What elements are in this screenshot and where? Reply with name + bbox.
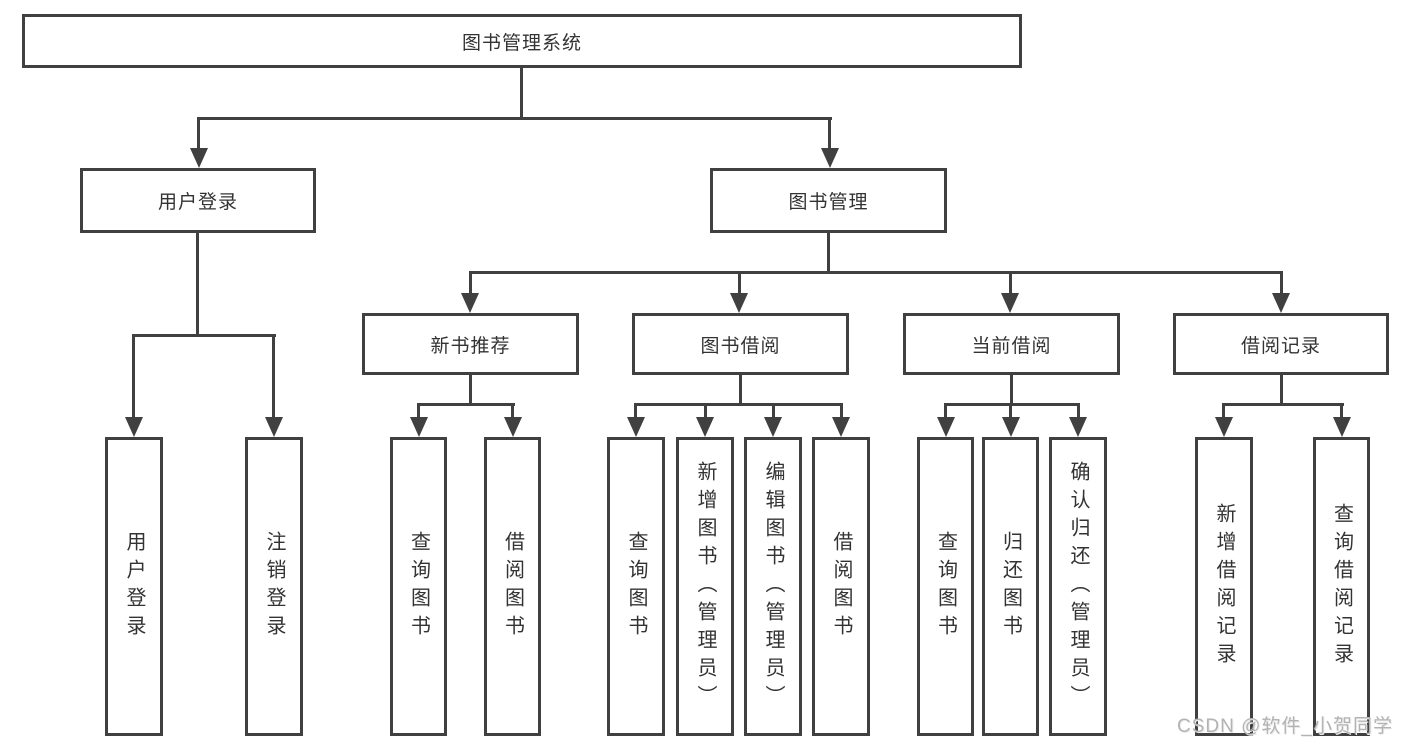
csdn-watermark: CSDN @软件_小贺同学 [1177,716,1393,737]
connector-line [1010,375,1013,405]
connector-line [1077,403,1080,419]
connector-line [132,334,135,419]
leaf-query-books: 查询图书 [390,437,447,736]
connector-line [827,233,830,273]
connector-line [944,403,947,419]
leaf-query-books: 查询图书 [917,437,974,736]
connector-line [197,117,832,120]
connector-line [840,403,843,419]
leaf-query-books: 查询图书 [607,437,665,736]
node-current-borrow: 当前借阅 [903,313,1120,375]
connector-line [828,117,831,150]
node-book-management: 图书管理 [710,168,947,233]
node-user-login: 用户登录 [80,168,316,233]
connector-line [1009,403,1012,419]
arrow-down-icon [1215,417,1233,437]
connector-line [197,117,200,150]
arrow-down-icon [504,417,522,437]
leaf-user-login: 用户登录 [105,437,163,736]
connector-line [417,403,420,419]
arrow-down-icon [1272,293,1290,313]
arrow-down-icon [627,417,645,437]
arrow-down-icon [125,417,143,437]
connector-line [772,403,775,419]
connector-line [739,375,742,405]
arrow-down-icon [937,417,955,437]
connector-line [196,233,199,336]
connector-line [469,375,472,405]
connector-line [520,68,523,118]
leaf-add-books-admin: 新增图书（管理员） [676,437,734,736]
connector-line [132,334,276,337]
connector-line [634,403,637,419]
connector-line [1280,375,1283,405]
arrow-down-icon [190,148,208,168]
connector-line [272,334,275,419]
connector-line [1009,271,1012,295]
arrow-down-icon [821,148,839,168]
node-library-system: 图书管理系统 [22,14,1022,68]
leaf-confirm-return-admin: 确认归还（管理员） [1049,437,1107,736]
connector-line [511,403,514,419]
connector-line [738,271,741,295]
connector-line [469,271,472,295]
arrow-down-icon [1333,417,1351,437]
leaf-return-books: 归还图书 [982,437,1039,736]
leaf-borrow-books: 借阅图书 [484,437,541,736]
leaf-borrow-books: 借阅图书 [812,437,870,736]
connector-line [704,403,707,419]
connector-line [417,403,515,406]
arrow-down-icon [410,417,428,437]
leaf-query-borrow-record: 查询借阅记录 [1313,437,1370,736]
arrow-down-icon [696,417,714,437]
connector-line [1222,403,1344,406]
connector-line [1280,271,1283,295]
connector-line [634,403,843,406]
connector-line [469,271,1283,274]
arrow-down-icon [764,417,782,437]
node-borrow-records: 借阅记录 [1173,313,1389,375]
arrow-down-icon [832,417,850,437]
connector-line [1340,403,1343,419]
connector-line [1222,403,1225,419]
leaf-logout: 注销登录 [245,437,303,736]
connector-line [944,403,1080,406]
leaf-add-borrow-record: 新增借阅记录 [1195,437,1253,736]
arrow-down-icon [265,417,283,437]
node-book-borrow: 图书借阅 [632,313,849,375]
node-new-book-recommend: 新书推荐 [362,313,579,375]
leaf-edit-books-admin: 编辑图书（管理员） [744,437,802,736]
arrow-down-icon [1069,417,1087,437]
arrow-down-icon [461,293,479,313]
arrow-down-icon [1001,293,1019,313]
arrow-down-icon [730,293,748,313]
arrow-down-icon [1002,417,1020,437]
